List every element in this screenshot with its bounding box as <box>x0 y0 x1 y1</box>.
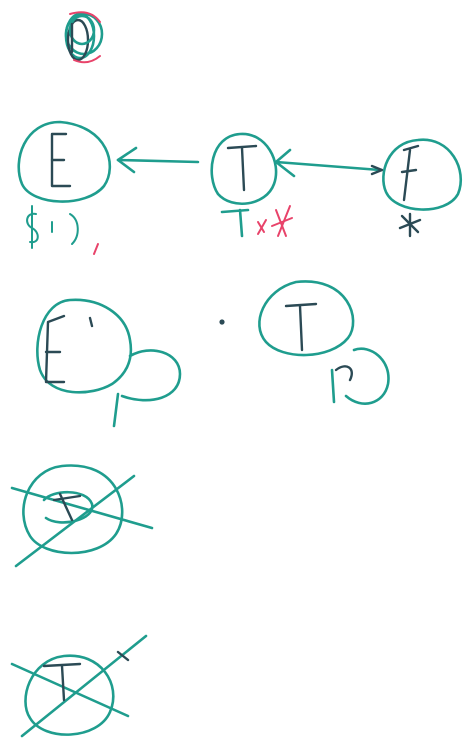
dot-mark <box>219 319 224 324</box>
t-subscript-scribble <box>222 206 292 236</box>
circle-f-node <box>383 140 460 210</box>
crossed-circle-2 <box>12 636 146 736</box>
top-scribble <box>66 12 102 62</box>
circle-t-node <box>212 134 276 204</box>
f-asterisk-scribble <box>400 214 420 236</box>
arrow-t-to-f <box>276 150 382 176</box>
blob-e-node <box>37 300 180 426</box>
arrow-t-to-e <box>118 148 198 172</box>
crossed-circle-1 <box>12 466 152 566</box>
blob-t-node <box>259 281 388 403</box>
circle-e-node <box>19 122 110 202</box>
dollar-scribble <box>27 206 98 254</box>
